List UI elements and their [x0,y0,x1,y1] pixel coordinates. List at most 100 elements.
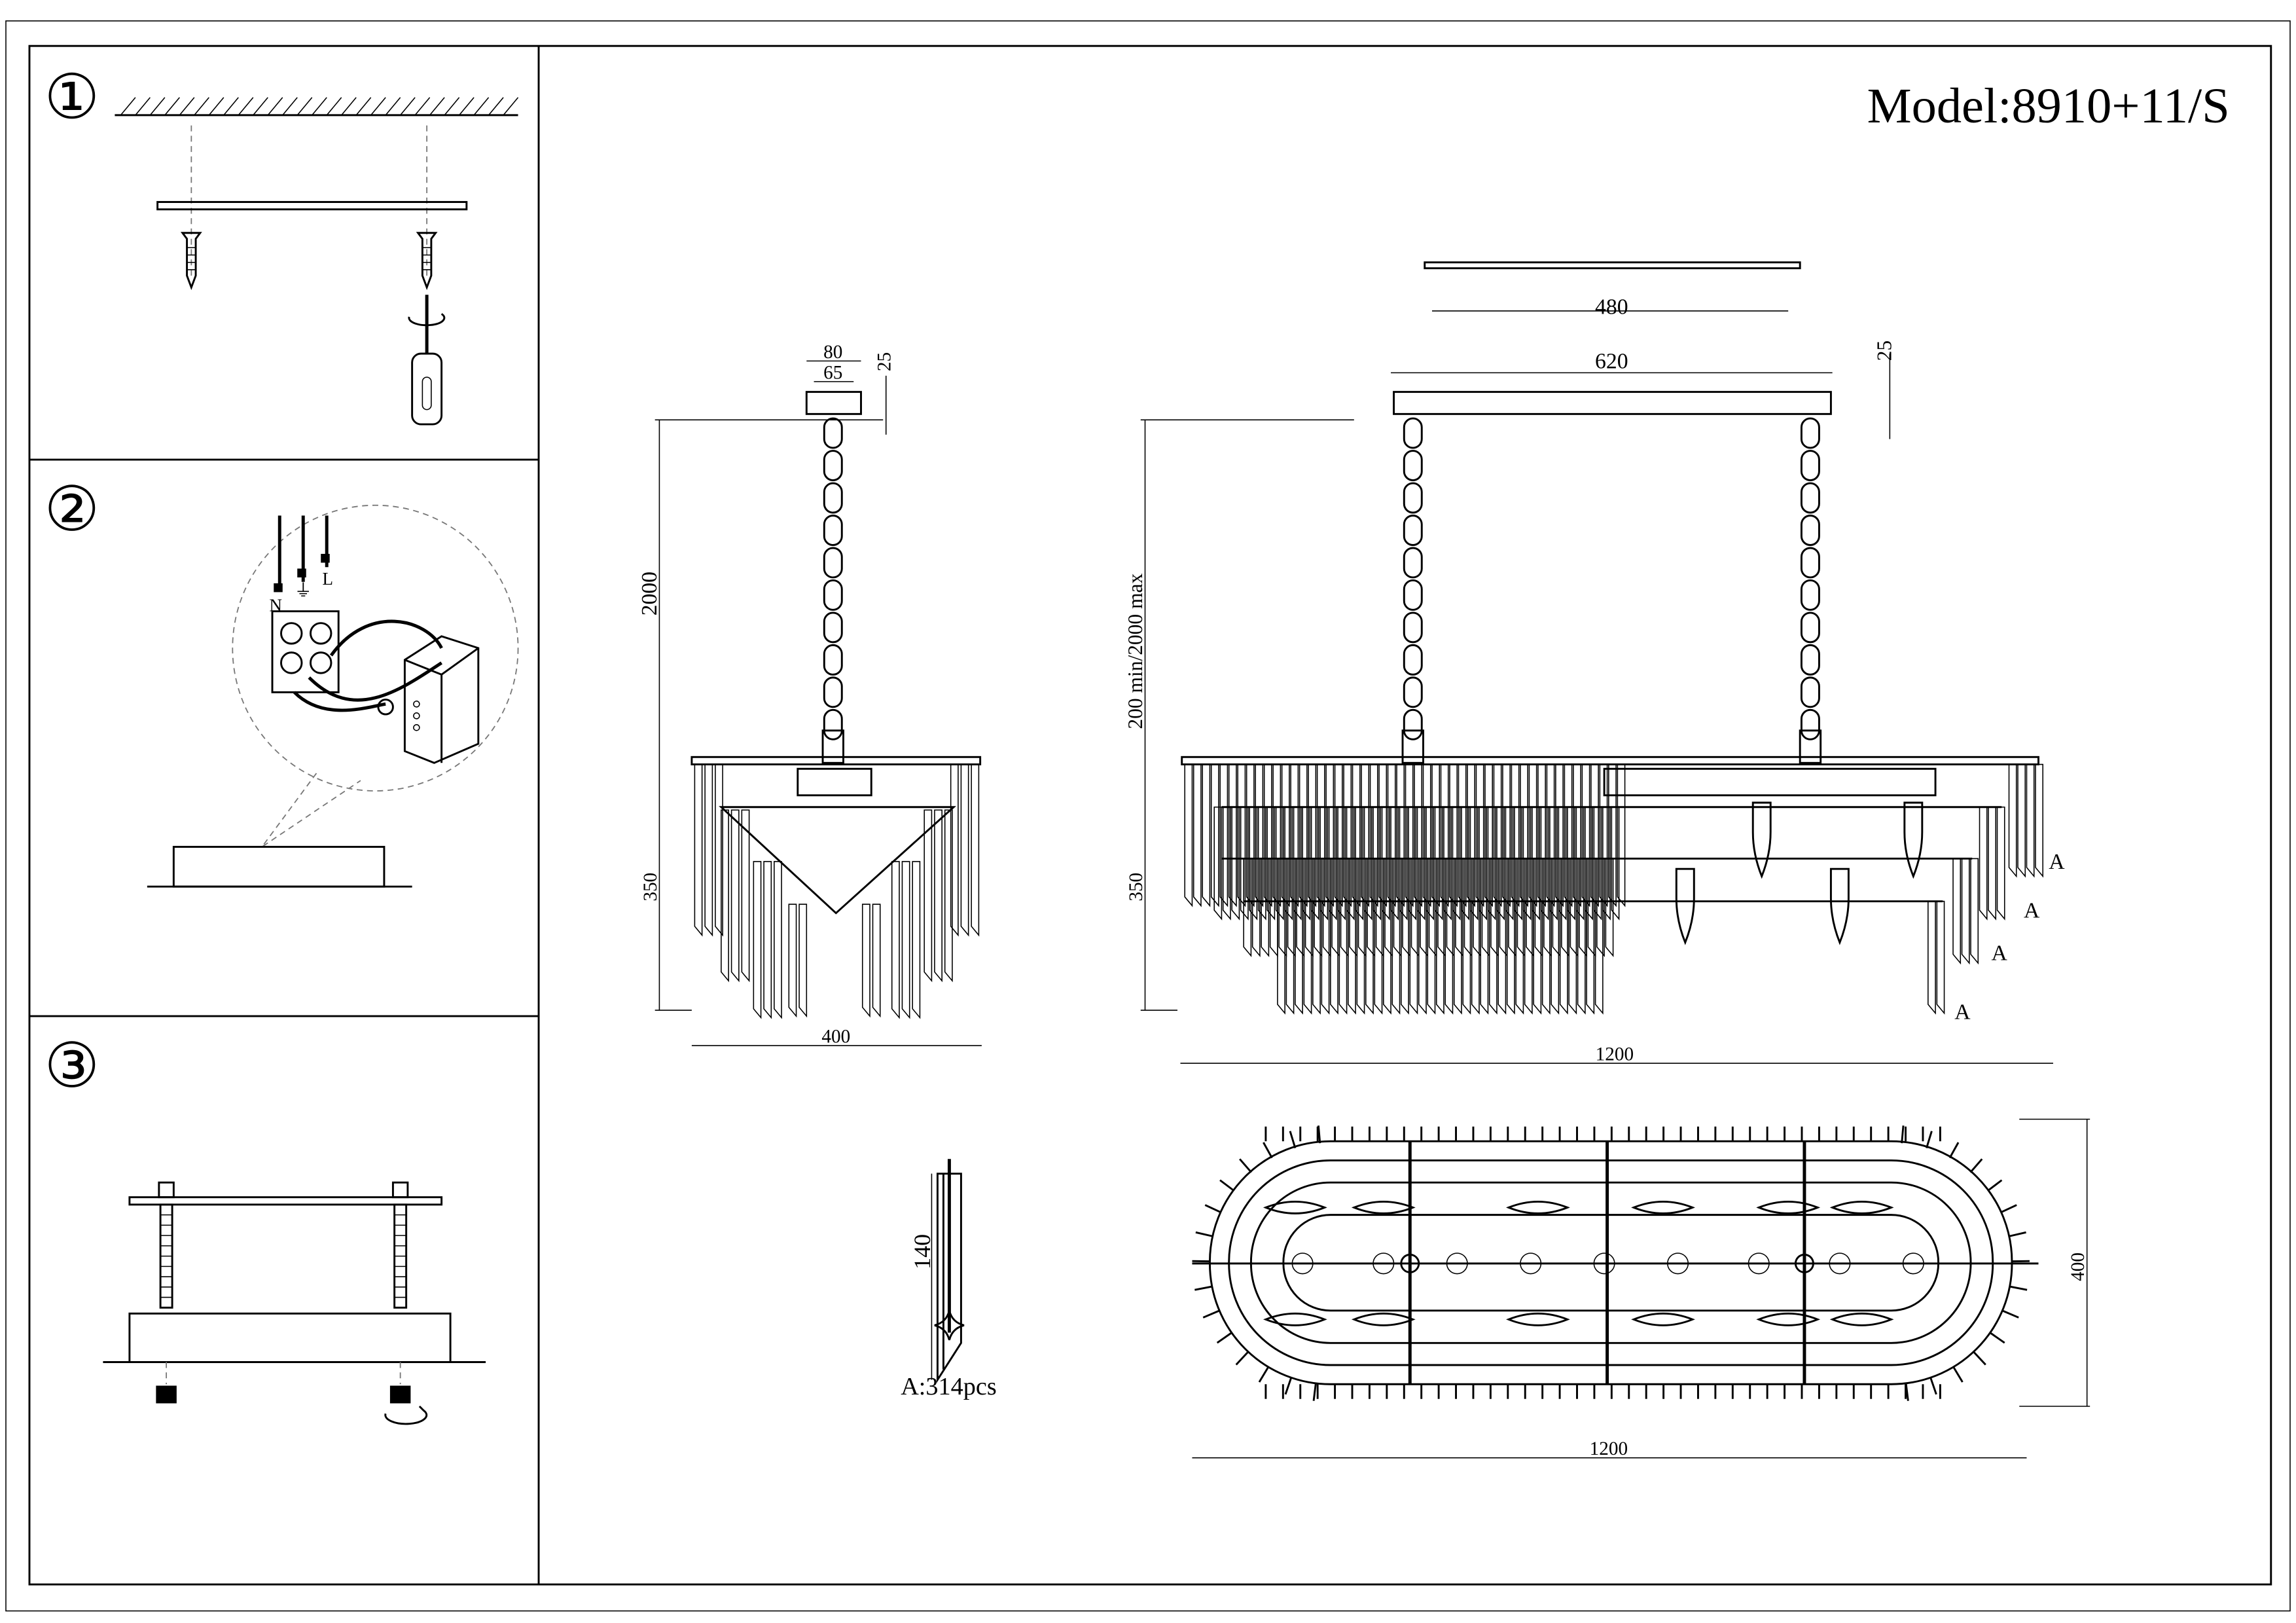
crystal [1961,858,1970,965]
ceiling-hatch [149,97,166,116]
crystal [1184,763,1193,907]
bulb-icon [1748,1252,1770,1275]
crystal [1462,900,1471,1015]
crystal [1284,806,1293,921]
terminal-block-icon [271,515,340,693]
crystal [1988,806,1997,921]
dim-crystal-length: 140 [909,1234,935,1269]
chain-link [1403,450,1423,482]
bulb-icon [1372,1252,1395,1275]
crystal [1493,763,1502,907]
chain-link [823,450,843,482]
crystal [1237,763,1246,907]
crystal-marker-a: A [2024,898,2040,922]
crystal [730,809,740,983]
crystal [1540,806,1549,921]
crystal [1568,900,1577,1015]
crystal [1338,900,1348,1015]
crystal [1593,806,1602,921]
crystal-tick [1901,1125,1905,1144]
ceiling-hatch [385,97,401,116]
chain-link [823,676,843,708]
crystal [1308,763,1317,907]
candle-bulb-icon [1829,867,1850,945]
crystal-tick [1194,1285,1213,1291]
crystal-tick [1216,1332,1232,1344]
crystal-tick [2008,1231,2026,1237]
crystal [1505,806,1514,921]
ceiling-hatch [312,97,327,116]
wire-label-earth: ⏚ [295,581,312,600]
candle-bulb-icon [1675,867,1695,945]
dim-length: 1200 [1596,1044,1634,1065]
crystal [1346,806,1355,921]
crystal [1246,763,1255,907]
crystal [1573,763,1581,907]
crystal [1363,806,1372,921]
crystal [1475,763,1484,907]
crystal [1272,763,1282,907]
top-view: 400 1200 [1192,1118,2090,1459]
crystal [1422,763,1431,907]
candle-top-icon [1351,1312,1416,1326]
crystal-tick [1235,1351,1249,1366]
crystal [2017,763,2026,878]
crystal [1608,763,1617,907]
crystal [1467,763,1476,907]
crystal [1611,806,1620,921]
crystal [1219,763,1229,907]
ceiling-hatch [282,97,298,116]
candle-bulb-icon [1903,801,1924,879]
crystal [1293,806,1302,921]
crystal [1319,806,1329,921]
crystal [1378,763,1388,907]
crystal [2008,763,2017,878]
crystal [1302,806,1311,921]
crystal [1546,763,1555,907]
step-1-panel: ① [44,64,519,426]
crystal-marker-a: A [1954,1000,1971,1025]
chain-link [1403,611,1423,644]
crystal [1555,763,1564,907]
crystal [1299,763,1308,907]
crystal [1418,900,1427,1015]
dim-width: 400 [821,1027,850,1048]
bulb-icon [1667,1252,1689,1275]
ceiling-hatch [194,97,209,116]
chain-link [823,708,843,740]
crystal [1249,806,1258,921]
crystal-detail: 140 A:314pcs [901,1159,997,1400]
dim-canopy-width: 80 [823,342,842,363]
dim-body-height: 350 [1126,873,1147,902]
chain-link [1403,417,1423,449]
crystal-tick [1986,1179,2003,1192]
crystal [1533,900,1542,1015]
crystal [1469,806,1479,921]
crystal [1617,763,1626,907]
ceiling-hatch [179,97,195,116]
crystal [1414,763,1423,907]
crystal [1461,806,1470,921]
crystal [1532,806,1540,921]
crystal-tick [2001,1309,2019,1319]
crystal [1426,806,1435,921]
chain-link [1800,644,1820,676]
crystal [1487,806,1496,921]
crystal [1222,806,1231,921]
wiring-detail-callout [232,504,519,792]
candle-top-icon [1263,1312,1327,1326]
chain-link [1800,450,1820,482]
crystal [1440,763,1449,907]
crystal [1585,806,1593,921]
crystal [1381,806,1390,921]
crystal [944,809,953,983]
crystal [1369,763,1378,907]
crystal [1361,763,1370,907]
crystal [741,809,750,983]
crystal-tick [1289,1131,1297,1148]
crystal [1243,858,1252,958]
crystal-tick [1905,1383,1909,1401]
crystal [1399,806,1408,921]
crystal-tick [2009,1285,2028,1291]
crystal [721,809,729,983]
